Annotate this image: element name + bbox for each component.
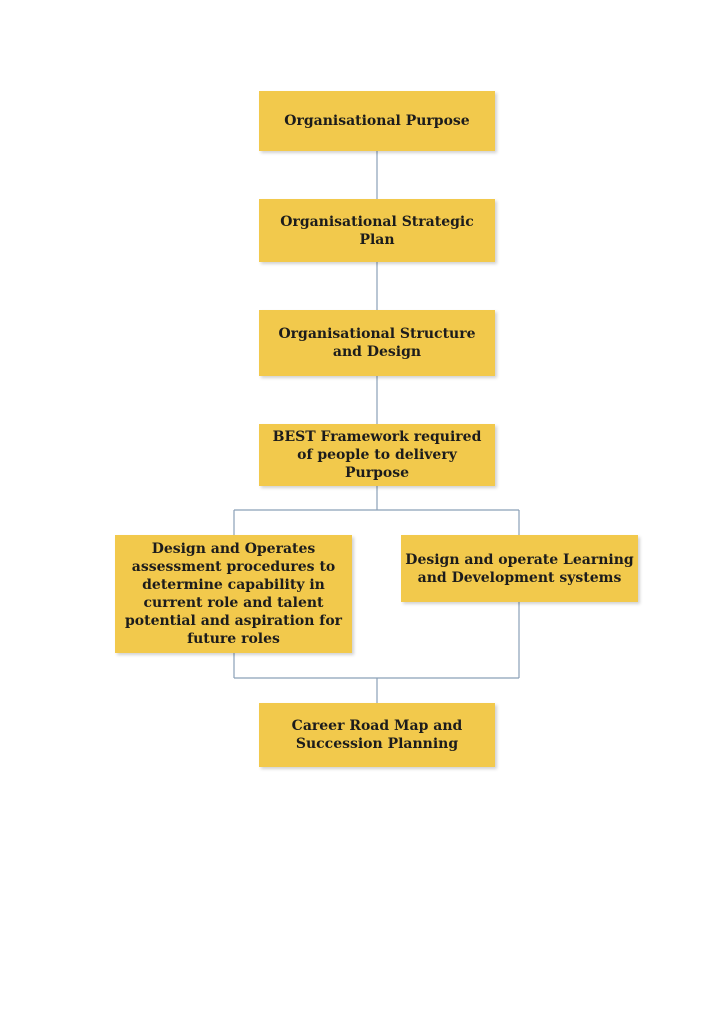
node-assessment-procedures-label: Design and Operates assessment procedure… [124, 541, 343, 647]
node-organisational-strategic-plan-label: Organisational Strategic Plan [280, 213, 474, 248]
node-organisational-structure-design: Organisational Structure and Design [259, 310, 495, 376]
node-best-framework-label: BEST Framework required of people to del… [272, 429, 482, 481]
node-career-road-map: Career Road Map and Succession Planning [259, 703, 495, 767]
node-career-road-map-label: Career Road Map and Succession Planning [291, 718, 463, 752]
node-organisational-purpose-label: Organisational Purpose [284, 113, 470, 129]
node-learning-development: Design and operate Learning and Developm… [401, 535, 638, 602]
node-organisational-structure-design-label: Organisational Structure and Design [278, 326, 476, 360]
node-learning-development-label: Design and operate Learning and Developm… [405, 551, 634, 586]
node-assessment-procedures: Design and Operates assessment procedure… [115, 535, 352, 653]
node-organisational-purpose: Organisational Purpose [259, 91, 495, 151]
node-best-framework: BEST Framework required of people to del… [259, 424, 495, 486]
node-organisational-strategic-plan: Organisational Strategic Plan [259, 199, 495, 262]
